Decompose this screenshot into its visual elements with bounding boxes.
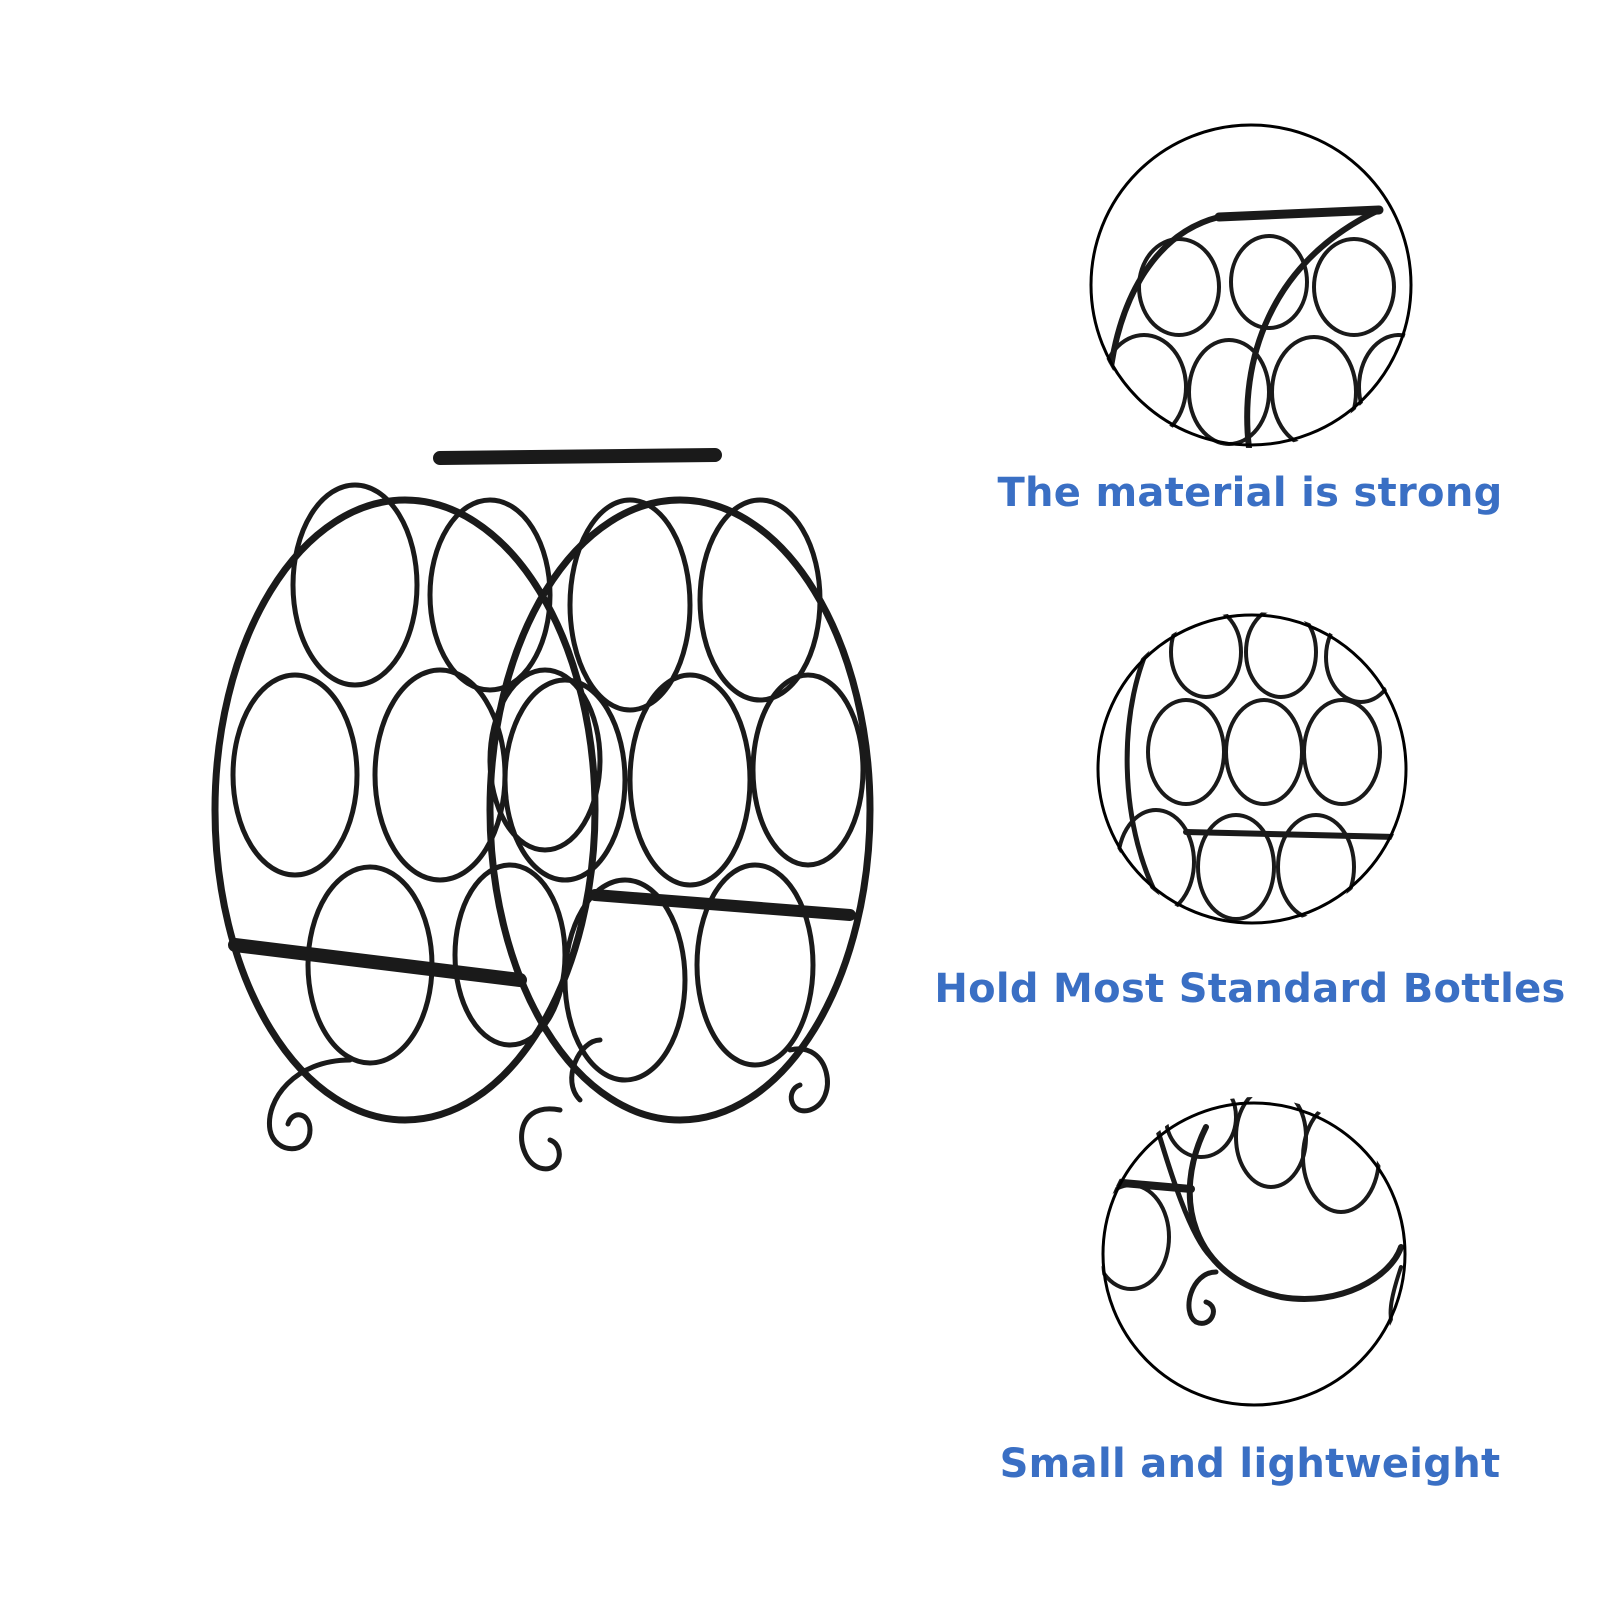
rack-rings-closeup-icon [1096, 612, 1408, 925]
feature-closeup-2 [1096, 612, 1408, 926]
rack-feet-closeup-icon [1101, 1097, 1407, 1407]
connecting-bars [228, 448, 856, 987]
back-frame-ring [211, 496, 599, 1124]
feature-caption-1: The material is strong [997, 470, 1503, 516]
front-bottle-rings [502, 497, 866, 1083]
scroll-feet [266, 1037, 830, 1172]
feature-caption-2: Hold Most Standard Bottles [934, 966, 1566, 1012]
feature-closeup-3 [1101, 1097, 1407, 1411]
feature-caption-3: Small and lightweight [999, 1441, 1501, 1487]
wine-rack-product-image [200, 440, 900, 1210]
wine-rack-illustration [211, 448, 874, 1172]
rack-top-closeup-icon [1089, 123, 1413, 448]
back-bottle-rings [230, 482, 603, 1066]
front-frame-ring [486, 496, 874, 1124]
feature-closeup-1 [1089, 122, 1413, 448]
